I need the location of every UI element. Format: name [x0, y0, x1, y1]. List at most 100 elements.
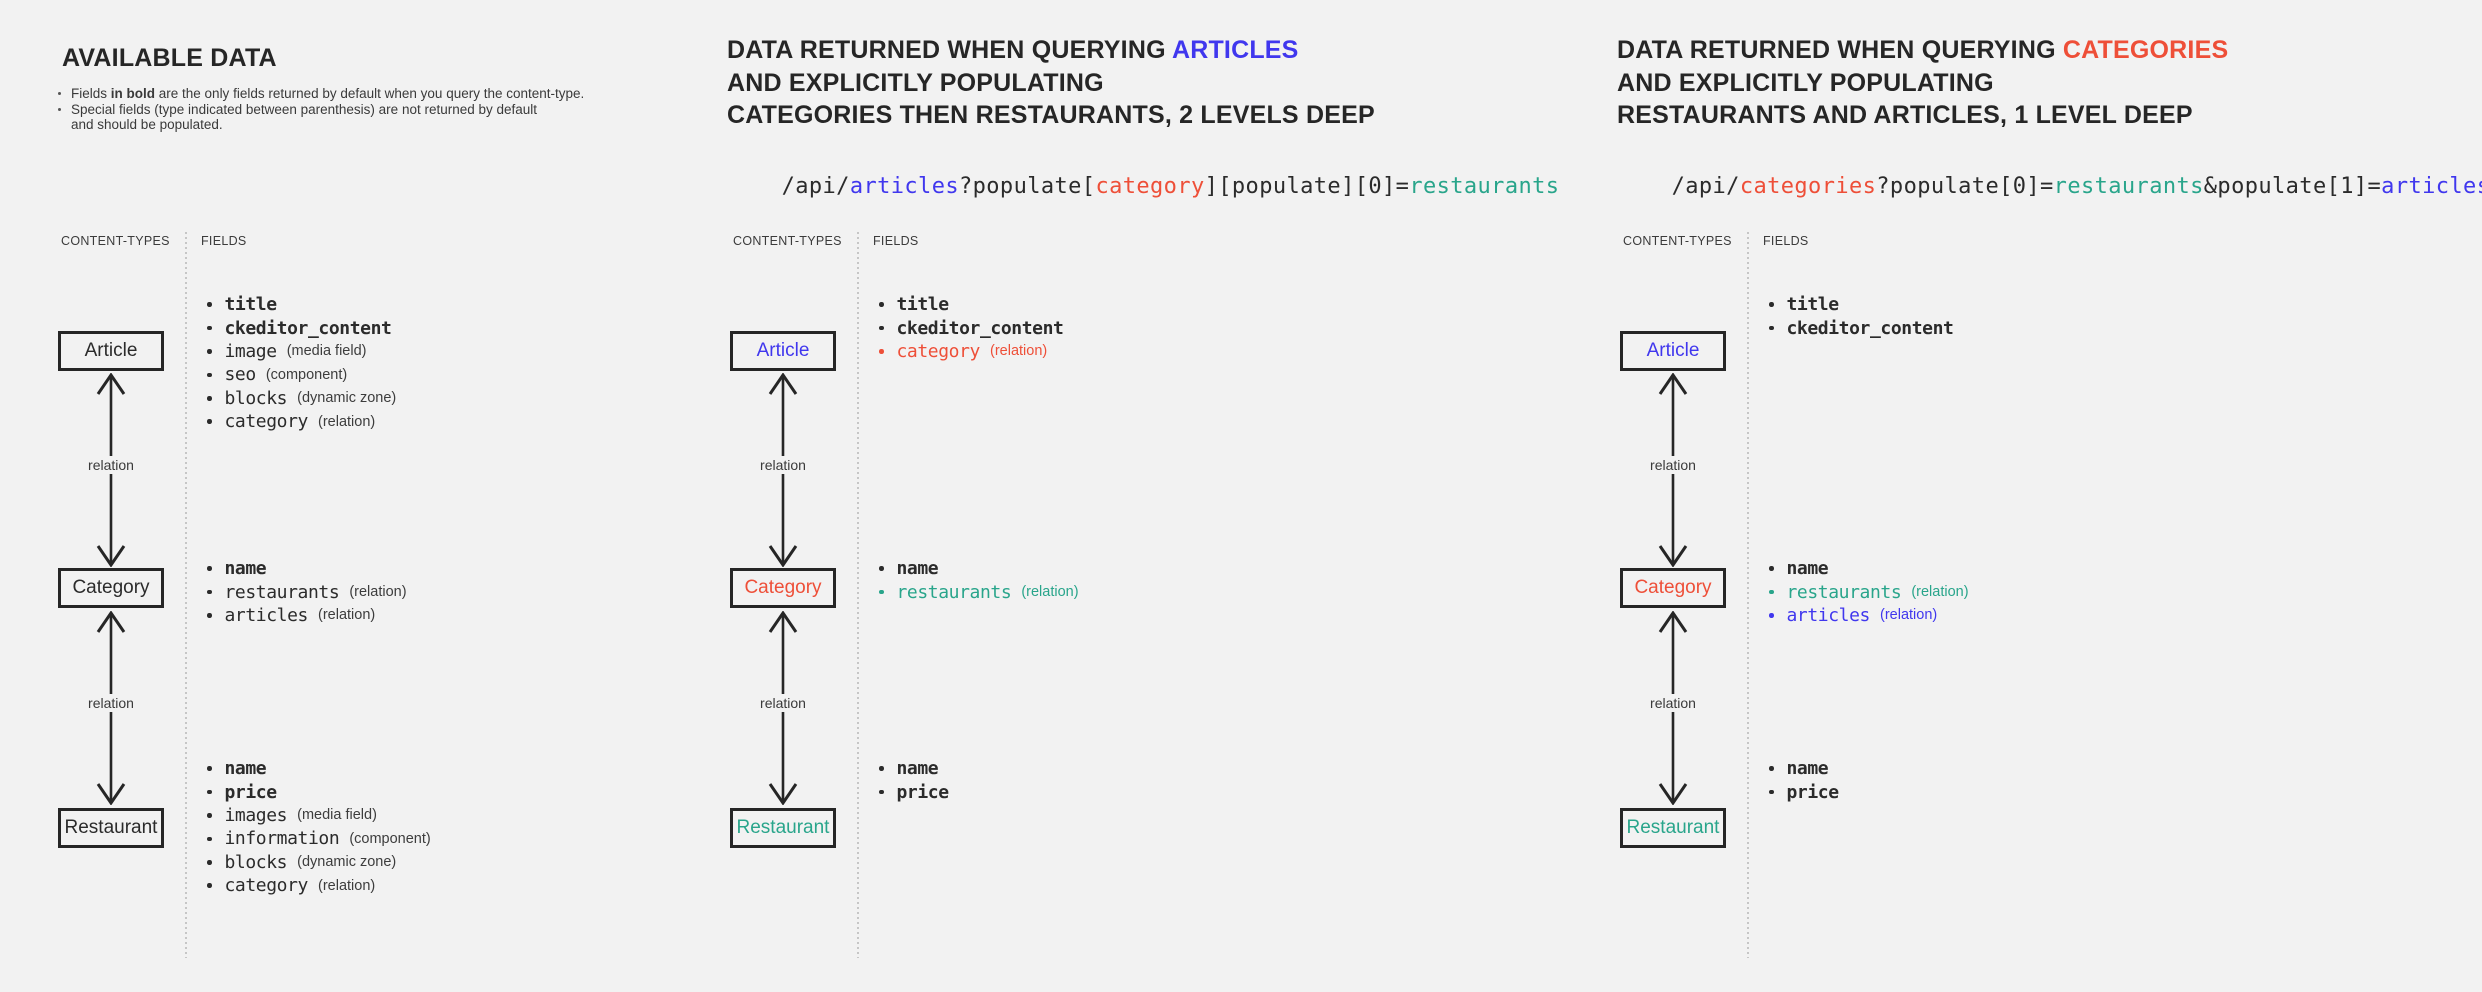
content-type-label: Article: [84, 340, 138, 361]
bullet-icon: [1769, 789, 1774, 795]
content-type-box-article: Article: [1620, 331, 1726, 371]
field-item: title: [879, 293, 1074, 316]
field-name: title: [896, 294, 950, 316]
content-type-box-article: Article: [58, 331, 164, 371]
field-name: image: [224, 340, 278, 362]
content-type-label: Article: [756, 340, 810, 361]
bullet-icon: [58, 107, 61, 111]
relation-label: relation: [741, 456, 825, 474]
field-name: blocks: [224, 851, 288, 873]
field-item: price: [207, 780, 431, 803]
field-type: (relation): [318, 607, 376, 624]
fields-column-label: FIELDS: [873, 234, 919, 248]
content-type-box-article: Article: [730, 331, 836, 371]
bullet-icon: [207, 860, 212, 865]
field-type: (relation): [349, 584, 407, 601]
column-divider: [857, 232, 859, 958]
field-item: title: [1769, 293, 1964, 316]
bullet-icon: [879, 589, 884, 595]
bullet-icon: [207, 325, 212, 331]
field-item: restaurants (relation): [207, 580, 407, 603]
section-title: DATA RETURNED WHEN QUERYING ARTICLES AND…: [727, 36, 1375, 129]
field-name: articles: [224, 604, 309, 626]
field-name: ckeditor_content: [896, 317, 1064, 339]
bullet-icon: [207, 883, 212, 888]
bullet-icon: [207, 613, 212, 618]
notes-list: Fields in bold are the only fields retur…: [58, 86, 584, 133]
bullet-icon: [207, 813, 212, 818]
field-name: price: [896, 781, 950, 803]
bullet-icon: [207, 566, 212, 571]
content-type-box-category: Category: [730, 568, 836, 608]
bullet-icon: [207, 766, 212, 771]
bullet-icon: [207, 589, 212, 595]
api-segment: articles: [849, 174, 959, 199]
field-item: title: [207, 293, 402, 316]
field-item: name: [207, 557, 407, 580]
field-name: images: [224, 804, 288, 826]
field-name: title: [1786, 294, 1840, 316]
bullet-icon: [1769, 613, 1774, 618]
api-segment: /api/: [781, 174, 850, 199]
bullet-icon: [207, 372, 212, 378]
field-name: information: [224, 828, 340, 850]
bullet-icon: [58, 92, 61, 95]
field-name: name: [1786, 558, 1829, 580]
api-segment: categories: [1739, 174, 1877, 199]
note-item: Special fields (type indicated between p…: [58, 102, 584, 133]
field-name: name: [224, 558, 267, 580]
field-name: name: [1786, 758, 1829, 780]
field-name: blocks: [224, 387, 288, 409]
field-item: blocks (dynamic zone): [207, 851, 431, 874]
bullet-icon: [207, 302, 212, 307]
field-item: restaurants(relation): [1769, 580, 1969, 603]
fields-list-restaurant: name price: [1769, 757, 1849, 804]
field-type: (component): [349, 830, 431, 847]
field-name: title: [224, 294, 278, 316]
field-item: articles (relation): [207, 604, 407, 627]
content-type-label: Category: [72, 577, 150, 598]
api-segment: /api/: [1671, 174, 1740, 199]
bullet-icon: [879, 349, 884, 354]
field-name: category: [224, 875, 309, 897]
note-item: Fields in bold are the only fields retur…: [58, 86, 584, 102]
field-type: (dynamic zone): [297, 854, 397, 871]
content-type-label: Category: [744, 577, 822, 598]
note-text: Fields in bold are the only fields retur…: [71, 86, 585, 101]
field-item: blocks (dynamic zone): [207, 387, 402, 410]
api-segment: articles: [2381, 174, 2482, 199]
field-item: ckeditor_content: [207, 316, 402, 339]
field-name: name: [896, 758, 939, 780]
field-item: name: [207, 757, 431, 780]
field-item: image(media field): [207, 340, 402, 363]
field-item: images(media field): [207, 804, 431, 827]
fields-list-article: title ckeditor_content: [1769, 293, 1964, 340]
content-type-label: Restaurant: [1626, 817, 1720, 838]
field-type: (dynamic zone): [297, 390, 397, 407]
api-segment: ?populate[: [959, 174, 1096, 199]
page-title: AVAILABLE DATA: [62, 44, 277, 72]
field-type: (relation): [1021, 584, 1079, 601]
content-type-box-restaurant: Restaurant: [730, 808, 836, 848]
bullet-icon: [207, 396, 212, 401]
content-type-label: Article: [1646, 340, 1700, 361]
field-name: restaurants: [1786, 581, 1902, 603]
title-highlight: CATEGORIES: [2062, 36, 2229, 64]
field-name: ckeditor_content: [1786, 317, 1954, 339]
field-name: articles: [1786, 604, 1871, 626]
field-name: category: [224, 411, 309, 433]
field-item: price: [1769, 780, 1849, 803]
field-name: restaurants: [896, 581, 1012, 603]
section-title: DATA RETURNED WHEN QUERYING CATEGORIES A…: [1617, 36, 2229, 129]
panel-available-data: AVAILABLE DATA Fields in bold are the on…: [55, 0, 715, 992]
field-name: price: [224, 781, 278, 803]
api-segment: ][populate][0]=: [1204, 174, 1410, 199]
field-name: seo: [224, 364, 257, 386]
bullet-icon: [207, 789, 212, 795]
bullet-icon: [207, 419, 212, 424]
field-item: name: [1769, 557, 1969, 580]
note-text: Special fields (type indicated between p…: [71, 101, 538, 133]
field-name: restaurants: [224, 581, 340, 603]
field-item: seo(component): [207, 363, 402, 386]
field-type: (relation): [1880, 607, 1938, 624]
